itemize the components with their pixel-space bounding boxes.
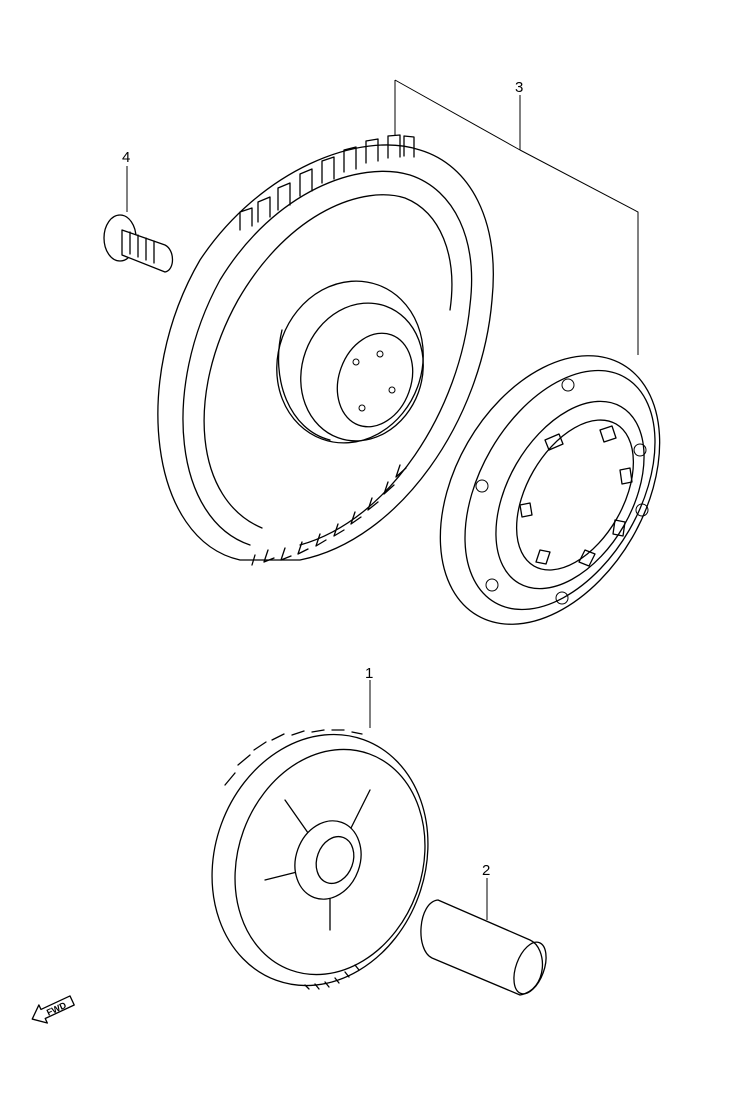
callout-3-label: 3 <box>515 79 523 96</box>
gear-teeth-bottom <box>251 464 407 566</box>
fwd-direction-indicator: FWD <box>31 995 75 1024</box>
callout-4-label: 4 <box>122 149 130 166</box>
callout-3: 3 <box>394 79 639 355</box>
callout-4: 4 <box>122 149 130 212</box>
starter-idle-gear[interactable] <box>178 704 463 1016</box>
callout-1: 1 <box>365 665 373 728</box>
idle-gear-shaft[interactable] <box>420 899 552 998</box>
callout-2: 2 <box>482 862 490 920</box>
callout-1-label: 1 <box>365 665 373 682</box>
bolt[interactable] <box>103 214 174 273</box>
starter-driven-gear-large[interactable] <box>157 134 494 566</box>
arrow-left-icon <box>31 995 75 1024</box>
callout-2-label: 2 <box>482 862 490 879</box>
one-way-clutch[interactable] <box>395 317 705 663</box>
gear-teeth-top <box>239 134 415 231</box>
